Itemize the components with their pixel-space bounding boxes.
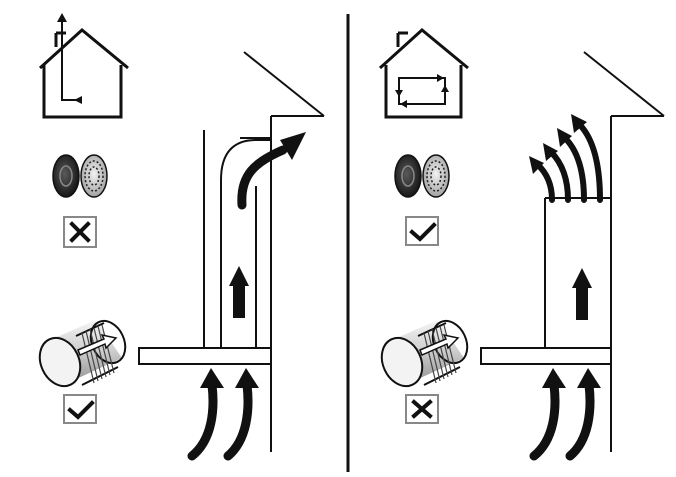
rising-air-arrows <box>187 380 253 461</box>
hood-body <box>138 347 272 365</box>
flexible-duct-icon <box>380 319 469 388</box>
panel-extraction <box>38 13 325 461</box>
hood-chimney <box>203 130 271 348</box>
house-with-vertical-exhaust-icon <box>38 13 129 119</box>
filter-cross-box <box>63 216 97 248</box>
ceiling-slope <box>583 51 665 117</box>
duct-check-box <box>63 394 97 424</box>
duct-cross-box <box>405 394 439 424</box>
ceiling-slope <box>243 51 325 117</box>
rising-air-arrows <box>529 380 595 461</box>
airflow-up-arrow <box>572 268 592 320</box>
panel-recirculation <box>378 28 665 461</box>
flexible-duct-icon <box>38 319 127 388</box>
airflow-up-arrow <box>229 266 249 318</box>
filter-check-box <box>405 216 439 246</box>
hood-body <box>480 347 612 365</box>
hood-chimney <box>544 197 611 348</box>
house-with-recirculating-air-icon <box>378 28 469 119</box>
grease-filter-pair-icon <box>52 154 108 198</box>
grease-filter-pair-icon <box>394 154 450 198</box>
exhaust-arrow <box>237 145 288 210</box>
